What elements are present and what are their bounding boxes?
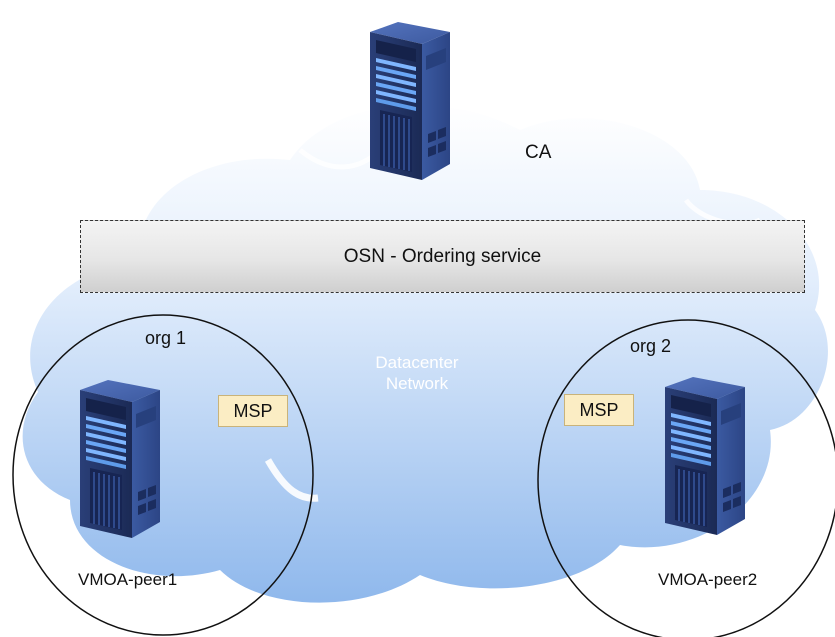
- osn-ordering-service-box: OSN - Ordering service: [80, 220, 805, 293]
- org1-boundary: [12, 314, 314, 636]
- org2-boundary: [537, 319, 835, 637]
- org2-label: org 2: [630, 336, 672, 356]
- org2-msp-label: MSP: [579, 399, 619, 420]
- ca-label: CA: [525, 142, 552, 163]
- peer1-label: VMOA-peer1: [78, 570, 178, 589]
- network-label-line2: Network: [385, 374, 449, 393]
- peer2-server-icon: [664, 376, 746, 536]
- datacenter-network-label: Datacenter Network: [347, 352, 487, 394]
- org2-msp-box: MSP: [564, 394, 634, 426]
- ca-server-icon: [369, 21, 451, 181]
- org1-msp-label: MSP: [233, 400, 273, 421]
- peer2-label: VMOA-peer2: [658, 570, 758, 589]
- osn-label: OSN - Ordering service: [343, 245, 542, 267]
- org1-msp-box: MSP: [218, 395, 288, 427]
- peer1-server-icon: [79, 379, 161, 539]
- org1-label: org 1: [145, 328, 187, 348]
- network-label-line1: Datacenter: [375, 353, 459, 372]
